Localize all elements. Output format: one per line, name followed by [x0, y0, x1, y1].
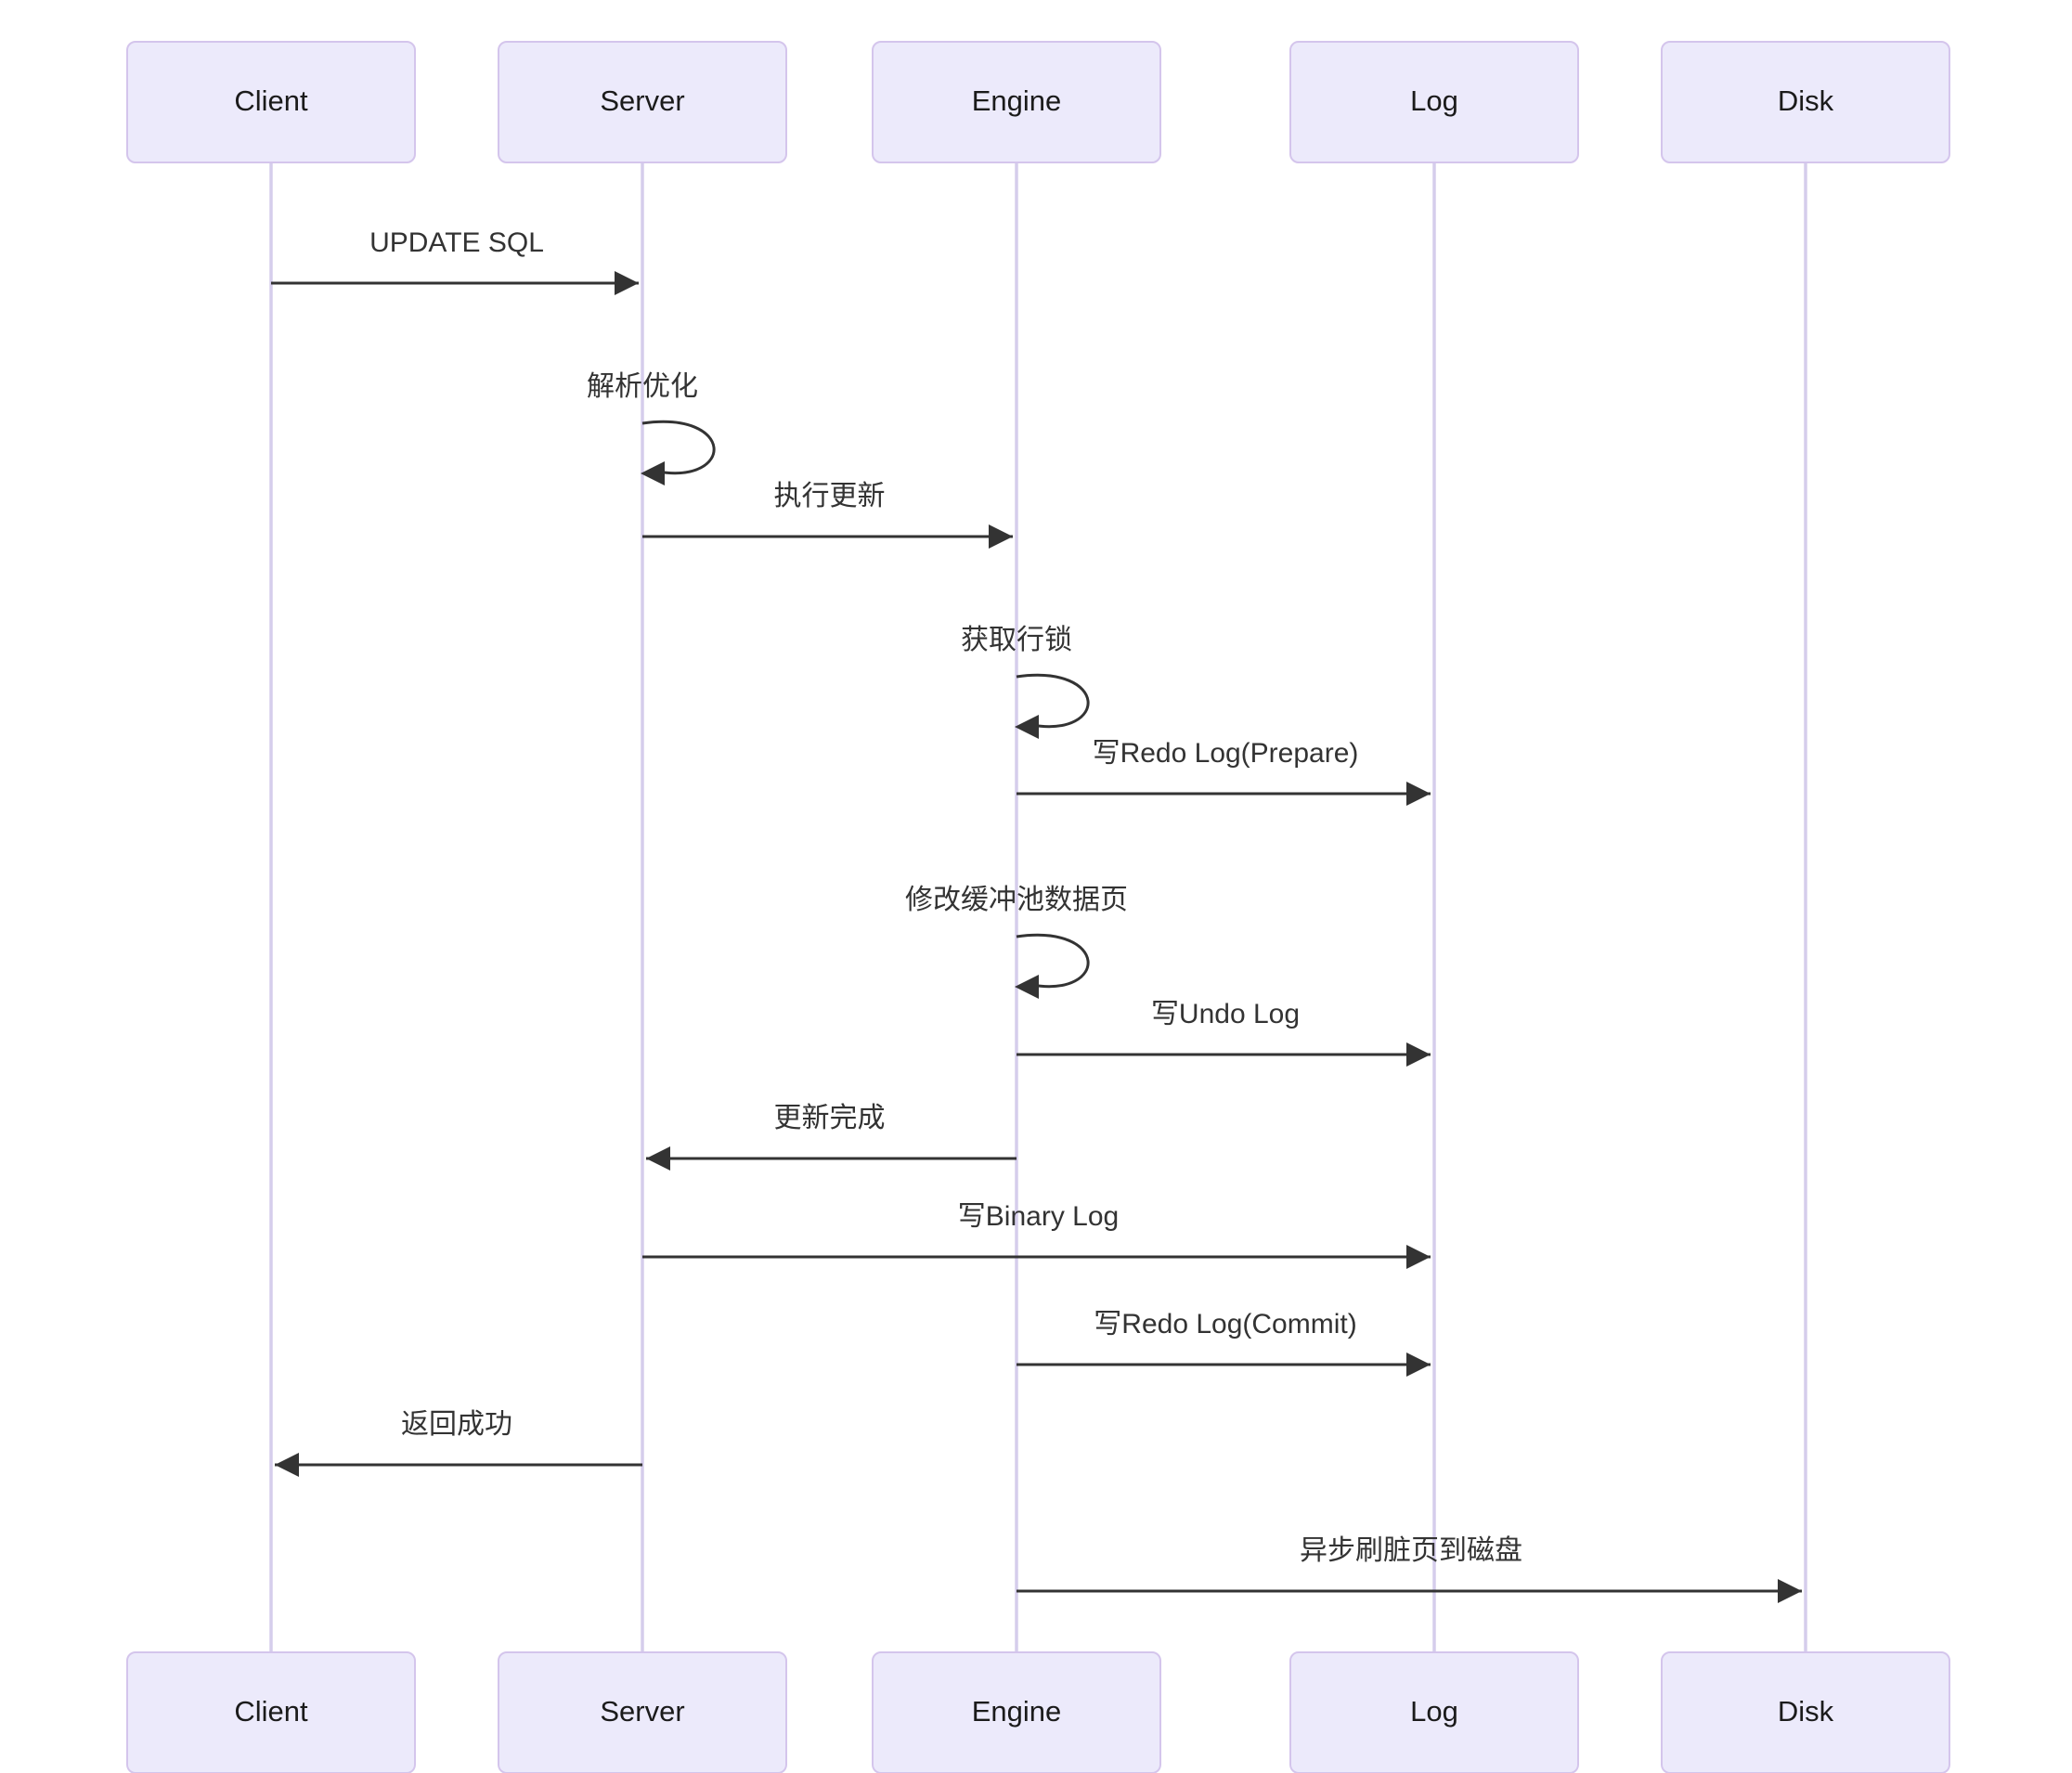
message-2-server-to-server[interactable]: 解析优化: [587, 371, 716, 485]
arrowhead-right: [1778, 1579, 1802, 1603]
message-6-engine-to-engine[interactable]: 修改缓冲池数据页: [905, 885, 1128, 999]
message-label: 写Undo Log: [1151, 999, 1300, 1029]
participant-label: Server: [600, 1695, 684, 1728]
participant-box[interactable]: [1661, 1651, 1950, 1773]
message-label: UPDATE SQL: [369, 227, 544, 258]
message-5-engine-to-log[interactable]: 写Redo Log(Prepare): [1017, 738, 1431, 806]
participant-top-engine[interactable]: Engine: [872, 41, 1161, 163]
participant-top-log[interactable]: Log: [1289, 41, 1579, 163]
message-4-engine-to-engine[interactable]: 获取行锁: [961, 625, 1090, 739]
participant-top-server[interactable]: Server: [498, 41, 787, 163]
participant-box[interactable]: [872, 41, 1161, 163]
participant-bottom-client[interactable]: Client: [126, 1651, 416, 1773]
arrowhead-right: [1406, 782, 1431, 806]
message-label: 写Redo Log(Prepare): [1093, 738, 1359, 769]
participant-bottom-disk[interactable]: Disk: [1661, 1651, 1950, 1773]
message-label: 异步刷脏页到磁盘: [1300, 1535, 1522, 1566]
arrowhead-right: [615, 271, 639, 295]
participant-label: Disk: [1778, 1695, 1834, 1728]
arrowhead-left: [646, 1146, 670, 1171]
lifelines-layer: [269, 162, 1807, 1652]
participant-box[interactable]: [1289, 41, 1579, 163]
participant-top-disk[interactable]: Disk: [1661, 41, 1950, 163]
arrowhead-left: [641, 461, 665, 485]
participant-label: Engine: [972, 1695, 1062, 1728]
participant-box[interactable]: [126, 1651, 416, 1773]
participant-box[interactable]: [498, 41, 787, 163]
self-loop-path: [1016, 933, 1090, 989]
arrowhead-right: [1406, 1042, 1431, 1067]
participant-box[interactable]: [872, 1651, 1161, 1773]
arrowhead-right: [1406, 1245, 1431, 1269]
message-label: 解析优化: [587, 371, 698, 402]
participant-top-client[interactable]: Client: [126, 41, 416, 163]
participant-label: Log: [1410, 84, 1458, 117]
message-label: 获取行锁: [961, 625, 1072, 655]
participant-bottom-engine[interactable]: Engine: [872, 1651, 1161, 1773]
message-8-engine-to-server[interactable]: 更新完成: [646, 1103, 1017, 1171]
message-label: 修改缓冲池数据页: [905, 885, 1128, 915]
participant-box[interactable]: [126, 41, 416, 163]
participant-label: Disk: [1778, 84, 1834, 117]
participant-label: Client: [234, 84, 308, 117]
participant-bottom-server[interactable]: Server: [498, 1651, 787, 1773]
arrowhead-left: [1015, 715, 1039, 739]
message-3-server-to-engine[interactable]: 执行更新: [642, 481, 1013, 549]
message-label: 写Redo Log(Commit): [1094, 1309, 1356, 1339]
arrowhead-right: [1406, 1352, 1431, 1377]
arrowhead-left: [275, 1453, 299, 1477]
participant-box[interactable]: [1661, 41, 1950, 163]
message-11-server-to-client[interactable]: 返回成功: [275, 1409, 642, 1477]
message-12-engine-to-disk[interactable]: 异步刷脏页到磁盘: [1017, 1535, 1802, 1603]
message-9-server-to-log[interactable]: 写Binary Log: [642, 1201, 1431, 1269]
message-label: 执行更新: [774, 481, 886, 511]
message-label: 更新完成: [774, 1103, 886, 1133]
arrowhead-right: [989, 524, 1013, 549]
participant-boxes-bottom: Client Server Engine Log Disk: [126, 1651, 1950, 1773]
message-7-engine-to-log[interactable]: 写Undo Log: [1017, 999, 1431, 1067]
participant-label: Client: [234, 1695, 308, 1728]
participant-label: Log: [1410, 1695, 1458, 1728]
message-1-client-to-server[interactable]: UPDATE SQL: [271, 227, 639, 295]
participant-box[interactable]: [1289, 1651, 1579, 1773]
participant-boxes-top: Client Server Engine Log Disk: [126, 41, 1950, 163]
participant-bottom-log[interactable]: Log: [1289, 1651, 1579, 1773]
self-loop-path: [1016, 673, 1090, 729]
message-10-engine-to-log[interactable]: 写Redo Log(Commit): [1017, 1309, 1431, 1377]
arrowhead-left: [1015, 975, 1039, 999]
self-loop-path: [641, 420, 716, 475]
participant-label: Server: [600, 84, 684, 117]
participant-label: Engine: [972, 84, 1062, 117]
message-label: 返回成功: [401, 1409, 512, 1440]
participant-box[interactable]: [498, 1651, 787, 1773]
message-label: 写Binary Log: [958, 1201, 1119, 1232]
